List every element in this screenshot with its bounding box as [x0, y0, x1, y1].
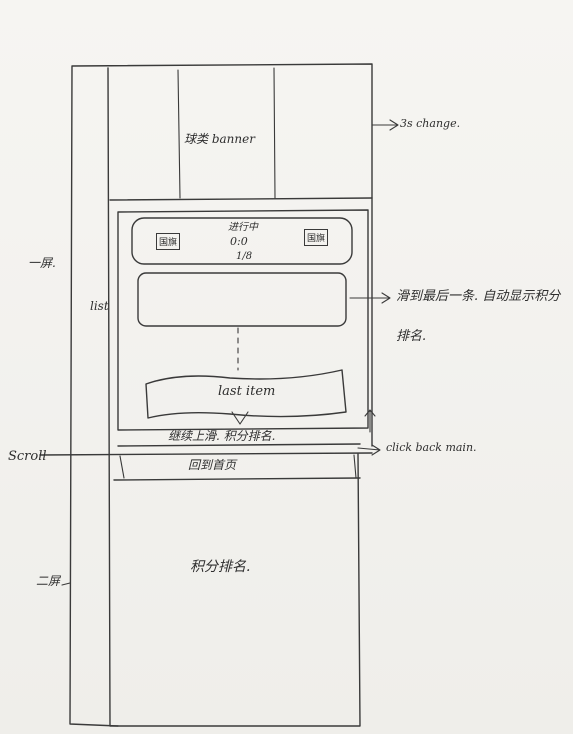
flag-right-icon: 国旗 — [304, 229, 329, 246]
flag-left-icon: 国旗 — [156, 233, 181, 250]
list-note-line2: 排名. — [396, 329, 427, 344]
match-period: 1/8 — [236, 251, 253, 262]
banner-label: 球类 banner — [184, 132, 255, 146]
banner-note: 3s change. — [400, 117, 461, 130]
scroll-label: Scroll — [8, 449, 47, 464]
match-status: 进行中 — [228, 222, 258, 233]
list-note-line1: 滑到最后一条. 自动显示积分 — [396, 289, 561, 304]
ranking-title: 积分排名. — [190, 559, 251, 575]
scroll-hint: 继续上滑. 积分排名. — [168, 429, 276, 443]
back-home-button[interactable]: 回到首页 — [188, 458, 237, 472]
second-screen-label: 二屏 — [36, 574, 61, 588]
first-screen-label: 一屏. — [28, 256, 56, 270]
last-item: last item — [218, 384, 276, 399]
back-note: click back main. — [386, 441, 477, 454]
match-score: 0:0 — [230, 235, 248, 248]
list-label: list — [90, 299, 109, 313]
